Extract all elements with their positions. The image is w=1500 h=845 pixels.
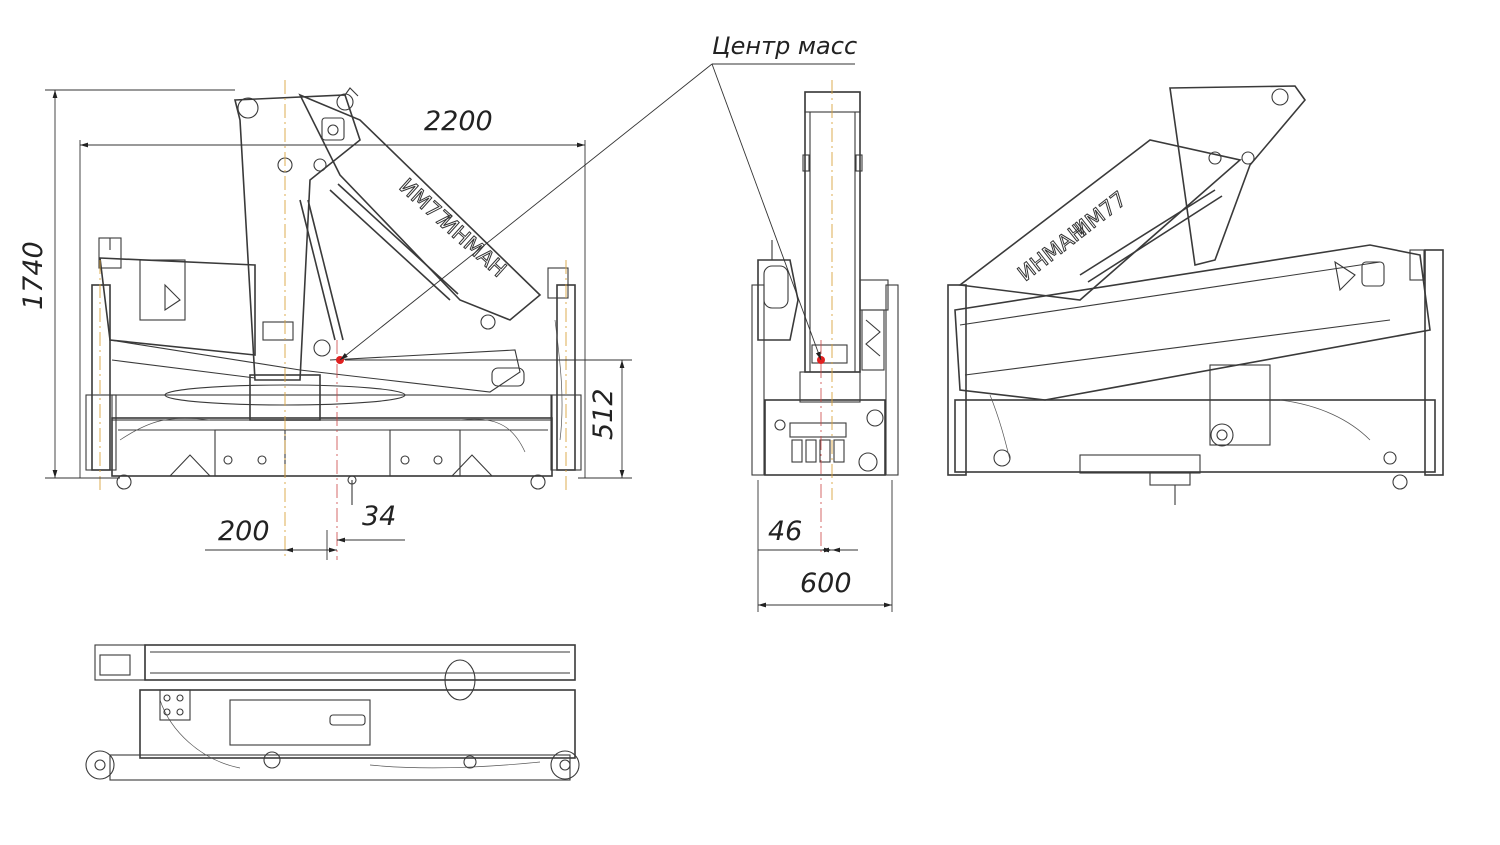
svg-text:512: 512 [588,388,619,440]
svg-text:34: 34 [362,501,396,532]
dimension-2200: 2200 [79,106,586,478]
front-view [751,91,899,476]
svg-text:1740: 1740 [18,241,49,310]
top-view [85,644,580,781]
svg-text:600: 600 [800,568,852,599]
dimension-1740: 1740 [18,89,235,479]
svg-text:46: 46 [768,516,802,547]
dimension-200-34: 200 34 [205,501,405,560]
dimension-46-600: 46 600 [757,480,893,612]
svg-text:2200: 2200 [424,106,493,137]
svg-text:Центр масс: Центр масс [712,32,857,60]
side-view-left [85,87,582,505]
svg-text:200: 200 [218,516,270,547]
center-of-mass-callout: Центр масс [339,32,857,361]
side-view-right [947,85,1444,505]
svg-text:ИНМАН: ИНМАН [436,211,511,282]
dimension-512: 512 [345,359,632,479]
